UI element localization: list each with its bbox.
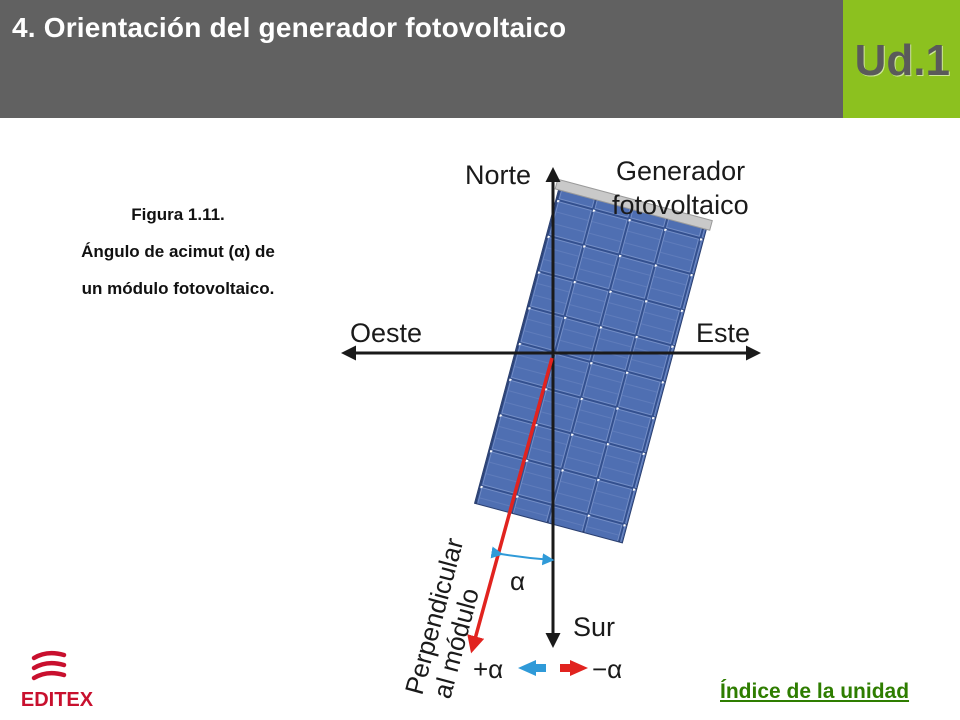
alpha-angle-arc <box>490 546 555 566</box>
unit-label: Ud.1 <box>854 36 950 85</box>
caption-figure-number: Figura 1.11. <box>131 205 225 224</box>
editex-logo: EDITEX <box>21 650 94 711</box>
east-label: Este <box>696 318 750 348</box>
minus-alpha-arrow <box>560 660 588 676</box>
plus-alpha-arrow <box>518 660 546 676</box>
west-label: Oeste <box>350 318 422 348</box>
panel-frame-top <box>554 178 713 231</box>
figure-caption: Figura 1.11. Ángulo de acimut (α) de un … <box>40 196 316 307</box>
plus-alpha-label: +α <box>473 654 503 684</box>
caption-line-2: Ángulo de acimut (α) de <box>81 242 275 261</box>
editex-logo-text: EDITEX <box>21 689 94 711</box>
north-label: Norte <box>465 160 531 190</box>
azimuth-figure: Norte Generador fotovoltaico Oeste Este … <box>341 156 761 702</box>
page-title: 4. Orientación del generador fotovoltaic… <box>12 12 567 43</box>
caption-line-3: un módulo fotovoltaico. <box>81 279 275 298</box>
generator-label-line1: Generador <box>616 156 745 186</box>
alpha-label: α <box>510 566 525 596</box>
unit-index-link[interactable]: Índice de la unidad <box>720 680 910 703</box>
generator-label-line2: fotovoltaico <box>612 190 749 220</box>
minus-alpha-label: −α <box>592 654 622 684</box>
solar-panel <box>473 178 713 544</box>
unit-badge: Ud.1 <box>843 0 960 118</box>
header-bar: 4. Orientación del generador fotovoltaic… <box>0 0 843 118</box>
perpendicular-arrow <box>467 357 554 654</box>
south-label: Sur <box>573 612 615 642</box>
